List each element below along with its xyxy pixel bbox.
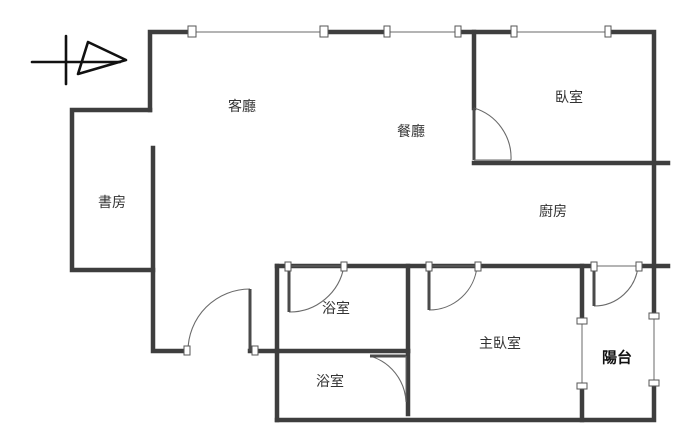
lower-bathroom-door: [369, 354, 407, 403]
room-label-dining: 餐廳: [397, 124, 425, 140]
upper-bathroom-door: [284, 261, 348, 313]
north-arrow-icon: [30, 34, 128, 86]
entrance-door: [183, 288, 259, 356]
room-label-master-bedroom: 主臥室: [479, 336, 521, 352]
master-bedroom-door: [425, 261, 482, 311]
room-label-bath-lower: 浴室: [316, 374, 344, 390]
balcony-windows: [576, 312, 660, 390]
room-label-bedroom: 臥室: [555, 90, 583, 106]
balcony-door: [590, 261, 643, 307]
room-label-bath-upper: 浴室: [322, 301, 350, 317]
room-label-study: 書房: [98, 195, 126, 211]
room-label-balcony: 陽台: [601, 348, 633, 367]
room-label-living: 客廳: [228, 99, 256, 115]
exterior-walls: [69, 29, 657, 423]
top-windows: [187, 25, 612, 38]
room-label-kitchen: 廚房: [539, 204, 567, 220]
bedroom-door: [472, 107, 512, 161]
